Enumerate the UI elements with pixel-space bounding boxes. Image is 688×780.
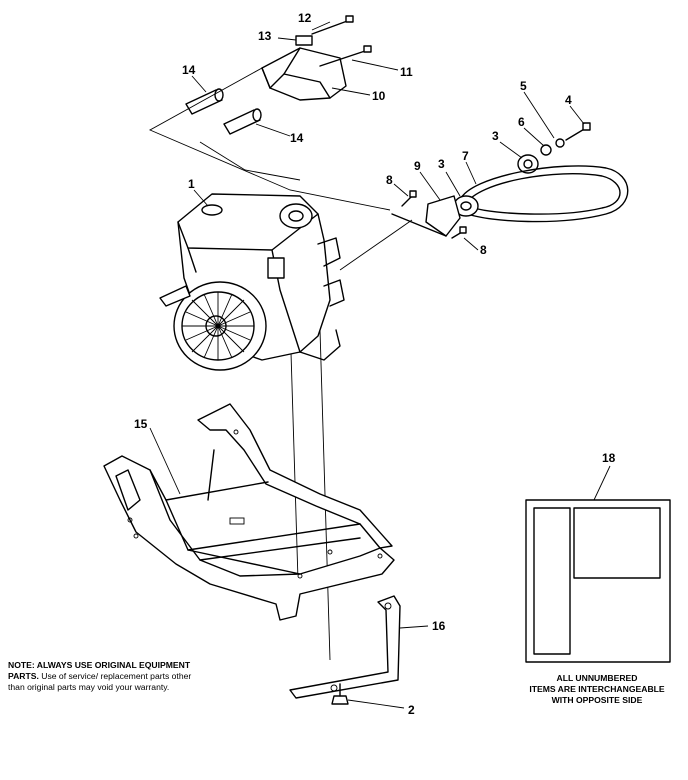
leader-lines xyxy=(149,21,611,709)
callout-14-upper: 14 xyxy=(182,63,196,77)
bolt-part-8-lower xyxy=(451,226,467,239)
bolt-part-12 xyxy=(311,15,354,35)
callout-13: 13 xyxy=(258,29,272,43)
callout-11: 11 xyxy=(400,65,413,79)
callout-6: 6 xyxy=(518,115,525,129)
warranty-note-heading: NOTE: ALWAYS USE ORIGINAL EQUIPMENT PART… xyxy=(8,660,191,681)
unnumbered-note-line-1: ALL UNNUMBERED xyxy=(556,673,638,683)
bolt-part-2 xyxy=(331,683,349,705)
bolt-part-8-upper xyxy=(401,190,417,207)
callout-4: 4 xyxy=(565,93,572,107)
unnumbered-items-note: ALL UNNUMBERED ITEMS ARE INTERCHANGEABLE… xyxy=(506,673,688,706)
callout-5: 5 xyxy=(520,79,527,93)
bolt-part-11 xyxy=(319,45,372,67)
callout-10: 10 xyxy=(372,89,386,103)
callout-14-lower: 14 xyxy=(290,131,304,145)
callout-2: 2 xyxy=(408,703,415,717)
callout-9: 9 xyxy=(414,159,421,173)
callout-1: 1 xyxy=(188,177,195,191)
callout-15: 15 xyxy=(134,417,148,431)
callout-8-lower: 8 xyxy=(480,243,487,257)
bolt-part-4 xyxy=(565,122,591,141)
callout-3-upper: 3 xyxy=(492,129,499,143)
spacer-part-13 xyxy=(295,35,313,46)
decal-part-18 xyxy=(525,499,671,663)
unnumbered-note-line-3: WITH OPPOSITE SIDE xyxy=(551,695,643,705)
frame-part-15 xyxy=(103,403,395,621)
engine-part-1 xyxy=(159,193,345,371)
belt-cover-part-10 xyxy=(261,47,347,101)
callout-7: 7 xyxy=(462,149,469,163)
assembly-guide-lines xyxy=(148,67,413,661)
belt-part-7 xyxy=(459,165,629,223)
unnumbered-note-line-2: ITEMS ARE INTERCHANGEABLE xyxy=(529,684,665,694)
pulley-part-3-lower xyxy=(453,195,479,217)
spacer-part-14-lower xyxy=(223,108,262,135)
pulley-part-3-upper xyxy=(517,154,539,174)
warranty-note-body: Use of service/ replacement parts other … xyxy=(8,671,192,692)
callout-labels: 1 2 3 3 4 5 6 7 8 8 9 10 11 12 13 14 14 … xyxy=(134,11,616,717)
spacer-part-14-upper xyxy=(185,88,224,115)
warranty-note: NOTE: ALWAYS USE ORIGINAL EQUIPMENT PART… xyxy=(8,660,208,693)
callout-12: 12 xyxy=(298,11,312,25)
callout-18: 18 xyxy=(602,451,616,465)
washer-part-6 xyxy=(540,144,552,156)
callout-3-lower: 3 xyxy=(438,157,445,171)
callout-8-upper: 8 xyxy=(386,173,393,187)
callout-16: 16 xyxy=(432,619,446,633)
bracket-part-9 xyxy=(391,195,461,237)
washer-part-5 xyxy=(555,138,565,148)
bracket-part-16 xyxy=(289,595,401,699)
